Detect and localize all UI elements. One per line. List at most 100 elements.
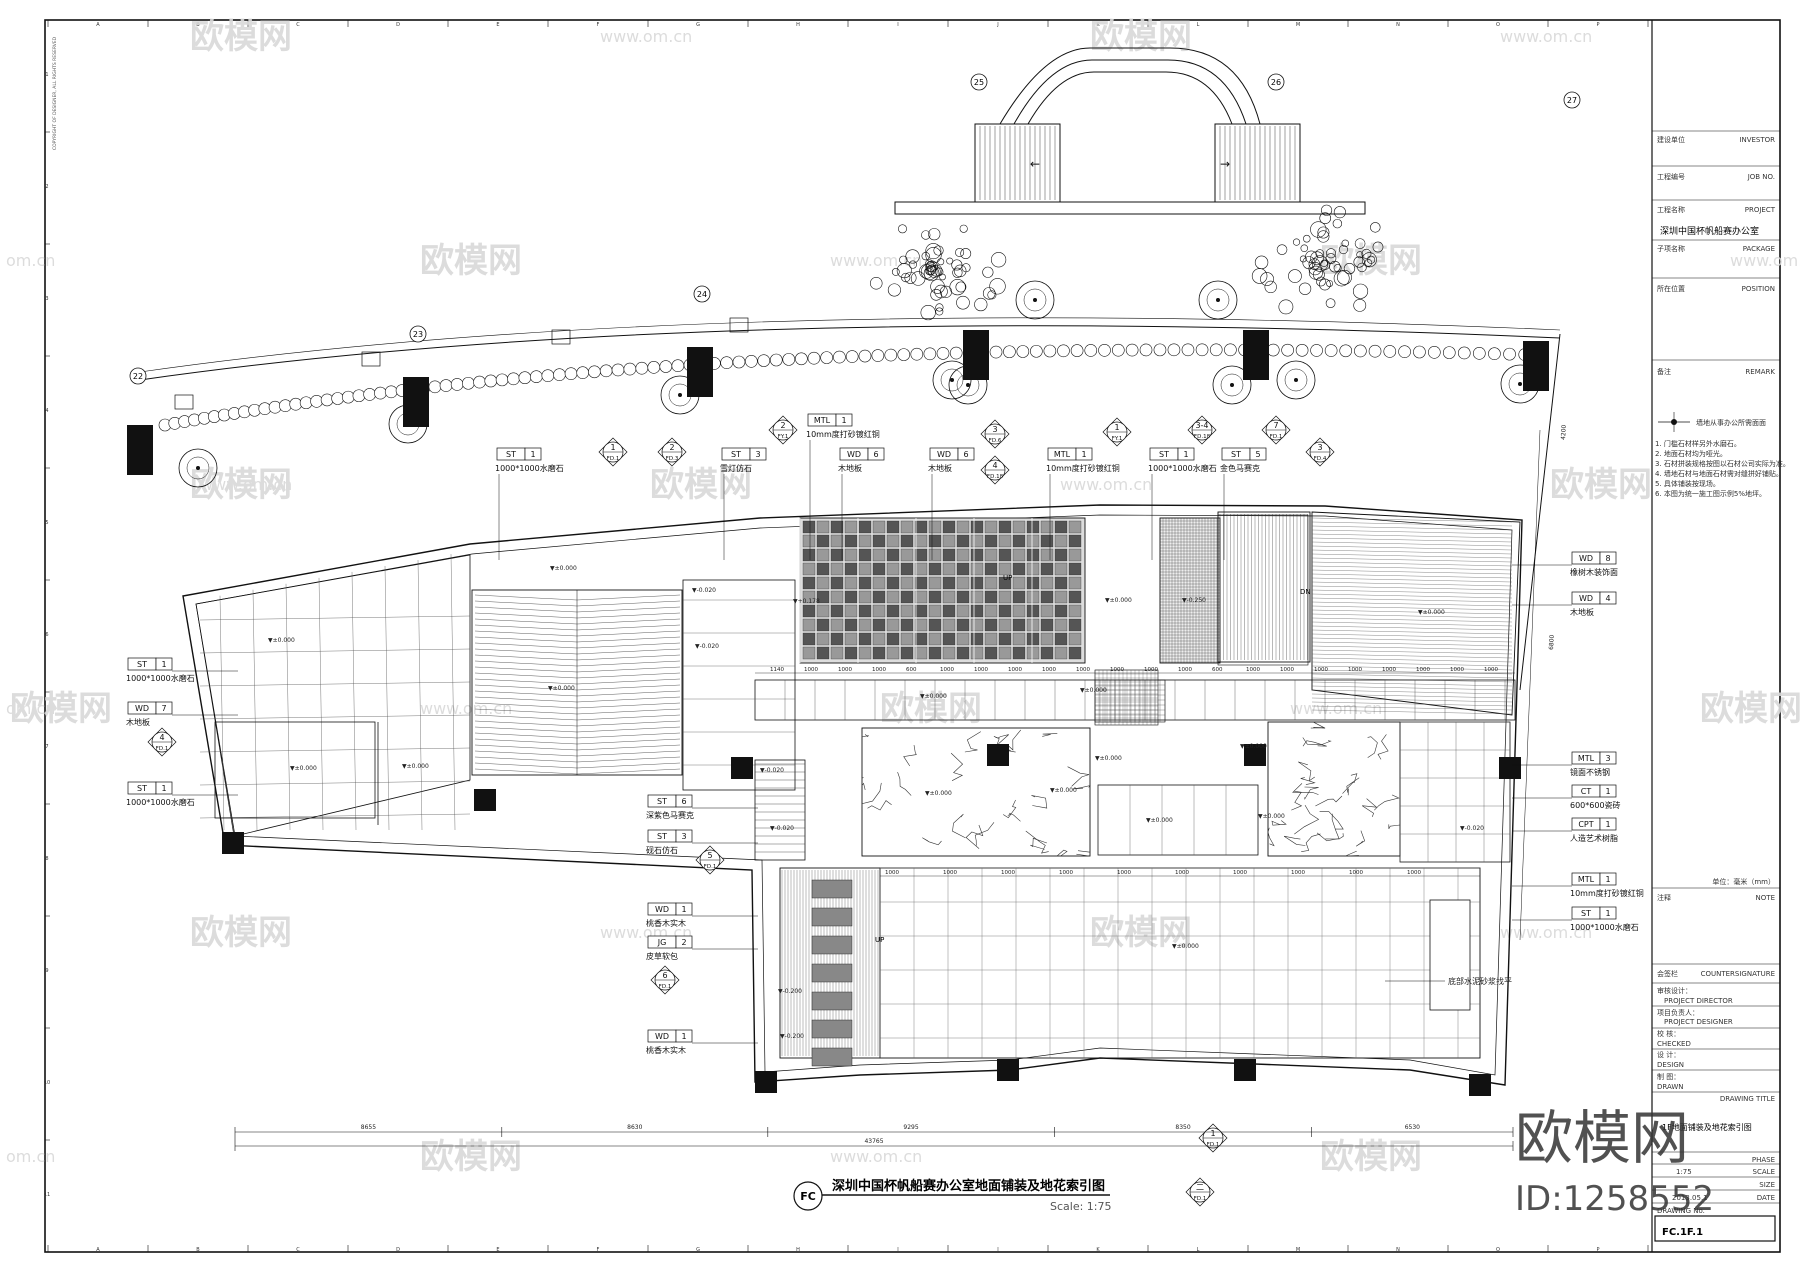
chevron-line [474, 600, 681, 607]
tree-blob [953, 264, 967, 278]
parquet-tile [858, 618, 872, 632]
shrub [884, 348, 898, 362]
tb-director-en: PROJECT DIRECTOR [1664, 997, 1733, 1005]
shrub [795, 352, 808, 366]
section-mark: 6FD.1 [650, 965, 680, 995]
parquet-tile [858, 562, 872, 576]
tag-num-box [155, 781, 173, 795]
tree-blob [1312, 268, 1325, 281]
marble-vein [1294, 804, 1320, 835]
tag-num: 1 [1183, 450, 1188, 459]
tile-line [351, 571, 357, 831]
tb-job-cn: 工程编号 [1657, 172, 1685, 181]
section-sheet: FD.18 [1194, 434, 1211, 440]
wood-stripe [1311, 693, 1513, 699]
parquet-tile [1040, 632, 1054, 646]
parquet-tile [984, 618, 998, 632]
drawing-title-block: FC 深圳中国杯帆船赛办公室地面铺装及地花索引图 Scale: 1:75 [793, 1178, 1112, 1213]
section-sheet: FD.1 [156, 746, 169, 752]
parquet-tile [928, 618, 942, 632]
shrub [611, 363, 625, 377]
dim-text: 1000 [1233, 870, 1247, 876]
section-sheet: FD.1 [1270, 434, 1283, 440]
parquet-tile [1068, 618, 1082, 632]
watermark-logo: 欧模网 [420, 241, 522, 281]
tag-num: 3 [1605, 754, 1610, 763]
tag-code: ST [731, 450, 741, 459]
room-outline [1399, 721, 1511, 863]
parquet-tile [844, 562, 858, 576]
wood-stripe [1311, 517, 1513, 523]
section-sheet: FD.3 [666, 456, 679, 462]
tree-canopy [1212, 365, 1252, 405]
stair-label: UP [875, 936, 884, 944]
wood-stripe [1311, 669, 1513, 675]
parquet-tile [984, 604, 998, 618]
room-outline [1217, 511, 1311, 663]
tree-blob [920, 304, 936, 321]
shrub [331, 392, 344, 405]
parquet-tile [1026, 590, 1040, 604]
tag-desc: 1000*1000水磨石 [1148, 463, 1217, 473]
ruler-number: 9 [45, 968, 48, 974]
dim-text: 1000 [1144, 667, 1158, 673]
level-marker: ▼±0.000 [268, 637, 295, 644]
parquet-tile [984, 562, 998, 576]
room-outline [861, 727, 1091, 857]
tree-blob [1361, 248, 1372, 259]
grid-bubble: 23 [409, 325, 427, 343]
tree-blob [1370, 222, 1381, 233]
parquet-tile [998, 534, 1012, 548]
marble-vein [1362, 798, 1378, 817]
tree-blob [1341, 239, 1349, 248]
tag-desc: 木地板 [126, 717, 150, 727]
tree-trunk [196, 466, 200, 470]
column [222, 832, 244, 854]
parquet-tile [816, 590, 830, 604]
parquet-tile [1054, 632, 1068, 646]
tree-blob [1357, 262, 1367, 273]
shrub [1413, 345, 1426, 359]
tree-blob [898, 224, 907, 234]
boundary-right-edge [1519, 333, 1561, 691]
tag-code: MTL [814, 416, 831, 425]
tree-blob [896, 263, 912, 279]
dim-segment-label: 9295 [903, 1124, 918, 1131]
tag-num-box [1599, 872, 1617, 886]
section-mark: 7FD.1 [1261, 415, 1291, 445]
tag-code: WD [847, 450, 861, 459]
level-marker: ▼-0.020 [760, 767, 784, 774]
watermark-url: www.om.cn [1500, 27, 1592, 46]
watermark-logo: 欧模网 [1090, 913, 1192, 953]
section-sheet: FD.1 [607, 456, 620, 462]
parquet-tile [914, 604, 928, 618]
ruler-letter: B [196, 1247, 200, 1253]
dim-text: 1000 [974, 667, 988, 673]
tree-blob [930, 264, 943, 277]
tag-num-box [675, 935, 693, 949]
marble-pattern-room [861, 721, 1401, 857]
marble-vein [1342, 773, 1358, 794]
tag-num: 1 [1605, 909, 1610, 918]
dim-text: 1000 [804, 667, 818, 673]
wood-stripe [1311, 689, 1513, 695]
tag-desc: 桃香木实木 [646, 1045, 686, 1055]
drawing-badge: FC [800, 1190, 816, 1203]
bench-block [551, 329, 571, 345]
tag-code: MTL [1578, 875, 1595, 884]
parquet-tile [844, 604, 858, 618]
tb-phase-en: PHASE [1752, 1156, 1775, 1164]
tree-blob [951, 259, 963, 271]
parquet-tile [928, 548, 942, 562]
dim-text: 1000 [1314, 667, 1328, 673]
level-marker: ▼+0.178 [793, 598, 820, 605]
tile-line [199, 714, 471, 720]
shrub [450, 378, 464, 391]
parquet-tile [998, 548, 1012, 562]
marble-vein [1301, 833, 1321, 852]
wood-stripe [1311, 601, 1513, 607]
tree-blob [1326, 280, 1334, 287]
tb-checked-cn: 校 核： [1657, 1029, 1680, 1038]
